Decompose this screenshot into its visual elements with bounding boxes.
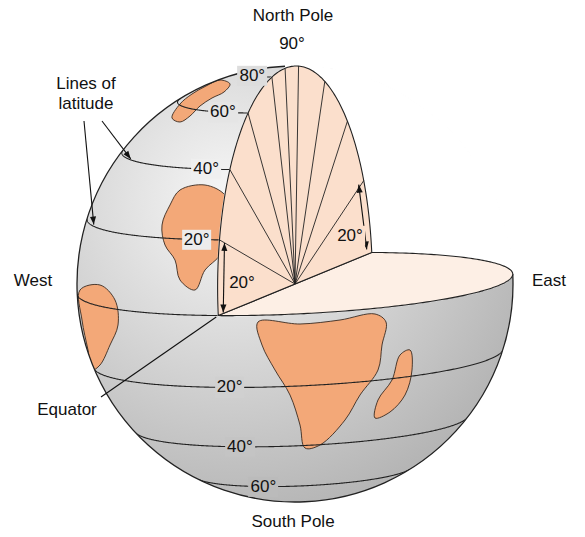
pole-label-holder: North Pole <box>251 6 335 26</box>
leader-arrow-head <box>123 151 130 159</box>
latitude-label: 40° <box>225 437 255 457</box>
angle-label-holder: 20° <box>335 226 365 246</box>
angle-label: 20° <box>335 226 365 246</box>
angle-arrow <box>223 243 224 313</box>
leader-arrow-head <box>90 216 96 224</box>
direction-label: East <box>530 271 568 291</box>
latitude-label-holder: 20° <box>215 377 245 397</box>
callout-label: Equator <box>35 400 99 420</box>
latitude-angle-line <box>295 66 299 284</box>
direction-label-holder: West <box>12 271 54 291</box>
latitude-label-holder: 60° <box>249 476 279 496</box>
leader-line <box>101 317 216 397</box>
latitude-angle-line <box>285 68 295 284</box>
angle-arrow-head <box>220 305 226 313</box>
latitude-label: 60° <box>208 102 238 122</box>
angle-label: 90° <box>277 34 307 54</box>
angle-label: 20° <box>227 273 257 293</box>
callout-label-holder: Equator <box>35 400 99 420</box>
latitude-label: 40° <box>191 159 221 179</box>
direction-label: West <box>12 271 54 291</box>
latitude-line <box>94 350 503 387</box>
latitude-label-holder: 20° <box>182 229 212 249</box>
angle-arrow-head <box>221 243 227 251</box>
latitude-angle-line <box>230 170 295 284</box>
latitude-angle-line <box>272 77 295 284</box>
latitude-label-holder: 40° <box>191 159 221 179</box>
globe-outline <box>77 66 513 502</box>
latitude-label-holder: 60° <box>208 102 238 122</box>
angle-label-holder: 90° <box>277 34 307 54</box>
pole-label: North Pole <box>251 6 335 26</box>
latitude-label: 60° <box>249 476 279 496</box>
leader-arrow <box>84 121 94 225</box>
meridian-plane <box>218 66 372 316</box>
latitude-line <box>198 470 409 487</box>
callout-label: Lines of latitude <box>38 74 134 115</box>
continent-shape <box>78 284 118 370</box>
cutaway-void <box>218 66 513 316</box>
latitude-label: 80° <box>237 65 267 85</box>
latitude-angle-line <box>295 121 347 284</box>
callout-label-holder: Lines of latitude <box>38 74 134 115</box>
latitude-angle-line <box>295 81 325 284</box>
continent-shape <box>374 350 412 419</box>
latitude-label-holder: 40° <box>225 437 255 457</box>
direction-label-holder: East <box>530 271 568 291</box>
leader-arrow <box>102 121 131 159</box>
latitude-label: 20° <box>182 229 212 249</box>
pole-label-holder: South Pole <box>249 512 336 532</box>
pole-label: South Pole <box>249 512 336 532</box>
angle-label-holder: 20° <box>227 273 257 293</box>
latitude-label: 20° <box>215 377 245 397</box>
latitude-label-holder: 80° <box>237 65 267 85</box>
latitude-line <box>136 418 467 447</box>
angle-arrow-head <box>357 185 363 193</box>
globe-body <box>77 66 513 502</box>
